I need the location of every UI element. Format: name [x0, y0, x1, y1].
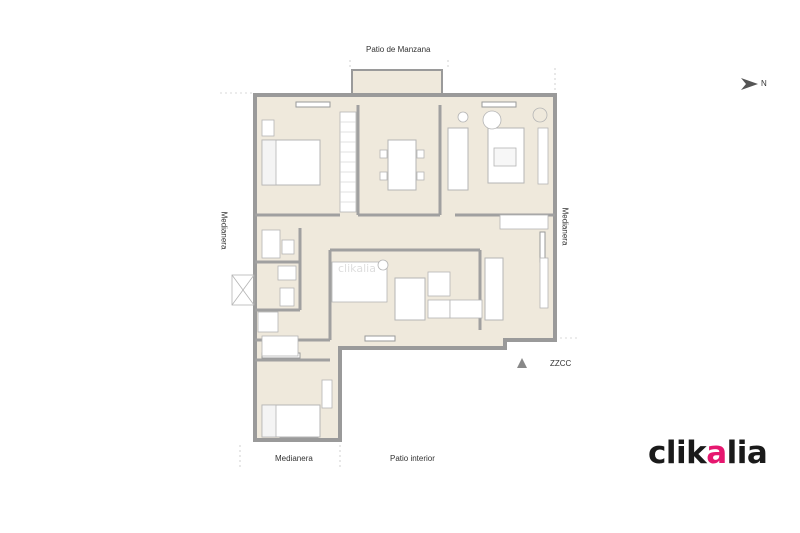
- logo-part-2: lia: [726, 435, 768, 471]
- coffee-table: [493, 147, 517, 167]
- desk: [261, 119, 275, 137]
- logo-accent: a: [706, 435, 727, 471]
- guide-lines: [220, 60, 580, 470]
- bathroom-fixtures: [257, 229, 299, 357]
- zzcc-marker-icon: [517, 358, 527, 368]
- watermark: clikalia: [338, 262, 376, 275]
- label-medianera-left: Medianera: [219, 211, 229, 250]
- north-arrow-icon: [741, 78, 758, 90]
- entrance-box: [231, 274, 255, 306]
- logo-part-1: clik: [648, 435, 707, 471]
- dining-table: [387, 139, 417, 191]
- brand-logo: clikalia: [648, 435, 768, 471]
- label-medianera-right: Medianera: [560, 207, 570, 246]
- label-north: N: [761, 79, 767, 88]
- apartment-floor: [253, 93, 557, 442]
- label-patio-interior: Patio interior: [390, 454, 435, 463]
- label-medianera-bottom: Medianera: [275, 454, 313, 463]
- sofa: [447, 127, 469, 191]
- label-patio-manzana: Patio de Manzana: [366, 45, 431, 54]
- bed-3: [394, 277, 426, 321]
- label-zzcc: ZZCC: [550, 359, 572, 368]
- armchair: [482, 110, 502, 130]
- plant: [532, 107, 548, 123]
- kitchen-counter: [484, 257, 504, 321]
